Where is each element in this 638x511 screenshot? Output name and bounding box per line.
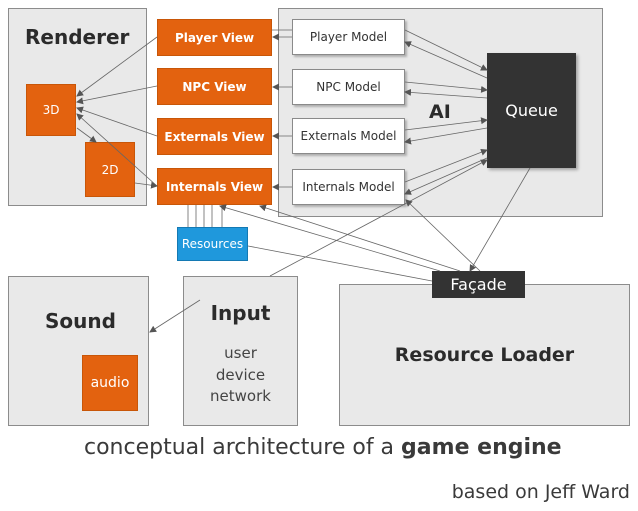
npc-model-box: NPC Model bbox=[292, 69, 405, 105]
player-view-box: Player View bbox=[157, 19, 272, 56]
sound-title: Sound bbox=[45, 309, 116, 333]
input-device: device bbox=[215, 366, 266, 384]
renderer-3d-box: 3D bbox=[26, 84, 76, 136]
internals-view-box: Internals View bbox=[157, 168, 272, 205]
renderer-title: Renderer bbox=[25, 25, 130, 49]
externals-view-box: Externals View bbox=[157, 118, 272, 155]
npc-view-box: NPC View bbox=[157, 68, 272, 105]
input-title: Input bbox=[210, 301, 271, 325]
caption-prefix: conceptual architecture of a bbox=[84, 435, 402, 460]
caption-line: conceptual architecture of a game engine bbox=[84, 435, 562, 460]
resources-box: Resources bbox=[177, 227, 248, 261]
player-model-box: Player Model bbox=[292, 19, 405, 55]
caption-credit: based on Jeff Ward bbox=[451, 481, 630, 503]
ai-label: AI bbox=[429, 101, 451, 123]
resource-loader-title: Resource Loader bbox=[394, 344, 575, 366]
caption-highlight: game engine bbox=[401, 435, 562, 460]
resource-loader-panel: Resource Loader bbox=[339, 284, 630, 426]
externals-model-box: Externals Model bbox=[292, 118, 405, 154]
input-network: network bbox=[210, 387, 271, 405]
renderer-2d-box: 2D bbox=[85, 142, 135, 197]
internals-model-box: Internals Model bbox=[292, 169, 405, 205]
audio-box: audio bbox=[82, 355, 138, 411]
facade-label: Façade bbox=[432, 271, 525, 298]
input-user: user bbox=[224, 344, 257, 362]
queue-box: Queue bbox=[487, 53, 576, 168]
input-panel: Input user device network bbox=[183, 276, 298, 426]
